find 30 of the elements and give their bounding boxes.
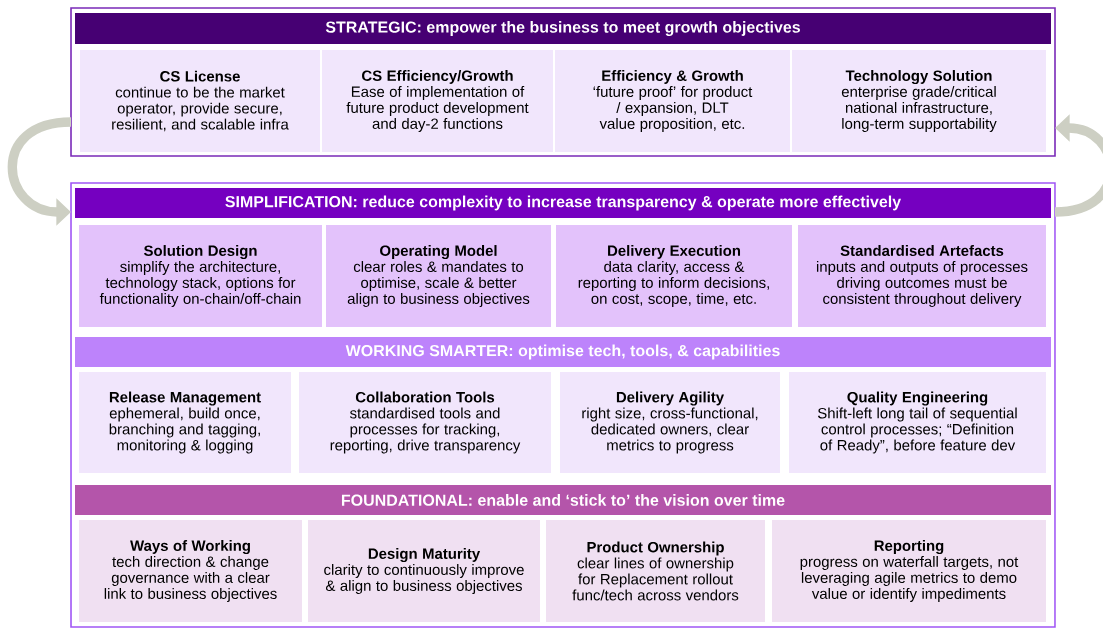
topic-box: Delivery Execution data clarity, access & reporting to inform decisions, on cost, scope, time, etc. [556, 225, 792, 327]
topic-box: Standardised Artefacts inputs and outputs of processes driving outcomes must be consistent throughout delivery [798, 225, 1046, 327]
node-label: continue to be the market operator, provide secure, resilient, and scalable infra [112, 86, 289, 132]
node-label: Ease of implementation of future product development and day-2 functions [346, 86, 529, 132]
node-label: ‘future proof’ for product / expansion, DLT value proposition, etc. [593, 86, 753, 132]
section-banner: STRATEGIC: empower the business to meet growth objectives [75, 13, 1051, 44]
topic-box: Ways of Working tech direction & change governance with a clear link to business objectives [79, 520, 302, 622]
topic-box: Product Ownership clear lines of ownership for Replacement rollout func/tech across vendors [546, 520, 765, 622]
node-label: CS License [160, 70, 240, 82]
section-banner: FOUNDATIONAL: enable and ‘stick to’ the vision over time [75, 485, 1051, 515]
section-banner: WORKING SMARTER: optimise tech, tools, & capabilities [75, 337, 1051, 367]
topic-box: Design Maturity clarity to continuously improve & align to business objectives [308, 520, 540, 622]
topic-box: Quality Engineering Shift-left long tail of sequential control processes; “Definition of Ready”, before feature dev [789, 372, 1046, 473]
node-label: Efficiency & Growth [602, 70, 743, 84]
topic-box: Release Management ephemeral, build once, branching and tagging, monitoring & logging [79, 372, 291, 473]
node-label: CS Efficiency/Growth [362, 70, 513, 84]
section-banner: SIMPLIFICATION: reduce complexity to increase transparency & operate more effectively [75, 188, 1051, 218]
topic-box: Reporting progress on waterfall targets, not leveraging agile metrics to demo value or identify impediments [772, 520, 1046, 622]
section-frame [70, 7, 1056, 157]
section-frame [70, 182, 1056, 628]
topic-box: CS Efficiency/Growth Ease of implementation of future product development and day-2 functions [322, 50, 553, 152]
node-label: enterprise grade/critical national infrastructure, long-term supportability [841, 86, 997, 132]
topic-box: Technology Solution enterprise grade/critical national infrastructure, long-term supportability [792, 50, 1046, 152]
topic-box: Solution Design simplify the architecture, technology stack, options for functionality on-chain/off-chain [79, 225, 322, 327]
topic-box: Operating Model clear roles & mandates to optimise, scale & better align to business objectives [326, 225, 551, 327]
topic-box: Delivery Agility right size, cross-functional, dedicated owners, clear metrics to progress [560, 372, 780, 473]
node-label: Technology Solution [845, 70, 992, 85]
topic-box: Collaboration Tools standardised tools and processes for tracking, reporting, drive transparency [299, 372, 551, 473]
topic-box: Efficiency & Growth ‘future proof’ for product / expansion, DLT value proposition, etc. [555, 50, 790, 152]
topic-box: CS License continue to be the market operator, provide secure, resilient, and scalable infra [80, 50, 320, 152]
